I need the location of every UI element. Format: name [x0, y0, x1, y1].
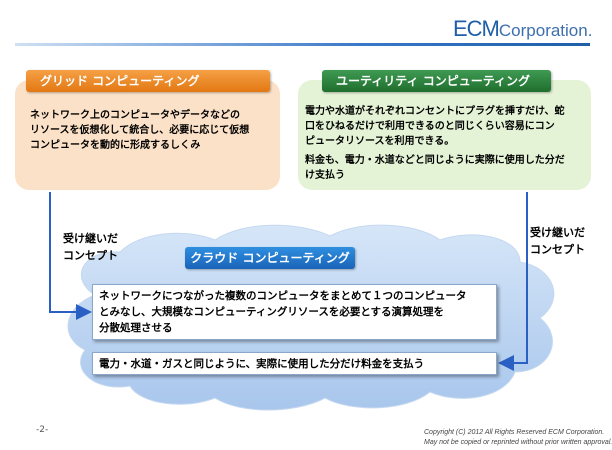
- logo-text: Corporation.: [498, 21, 593, 40]
- copyright-notice: Copyright (C) 2012 All Rights Reserved E…: [424, 429, 612, 446]
- cloud-billing-box: 電力・水道・ガスと同じように、実際に使用した分だけ料金を支払う: [92, 352, 497, 375]
- grid-panel: [15, 80, 280, 190]
- inherited-concept-label-left: 受け継いだ コンセプト: [63, 232, 118, 262]
- logo-mark: ECM: [453, 16, 500, 41]
- left-arrow: [49, 192, 92, 320]
- utility-panel: [298, 80, 591, 190]
- grid-description: ネットワーク上のコンピュータやデータなどの リソースを仮想化して統合し、必要に応…: [30, 108, 270, 153]
- utility-description: 電力や水道がそれぞれコンセントにプラグを挿すだけ、蛇 口をひねるだけで利用できる…: [305, 104, 585, 187]
- utility-description-line: 口をひねるだけで利用できるのと同じくらい容易にコン: [305, 121, 555, 132]
- cloud-definition-box: ネットワークにつながった複数のコンピュータをまとめて１つのコンピュータ とみなし…: [92, 284, 497, 340]
- company-logo: ECMCorporation.: [453, 16, 592, 42]
- utility-description-line: ピュータリソースを利用できる。: [305, 136, 455, 147]
- right-arrow: [498, 192, 528, 371]
- grid-title: グリッド コンピューティング: [26, 70, 270, 92]
- cloud-definition-line: とみなし、大規模なコンピューティングリソースを必要とする演算処理を: [99, 306, 445, 318]
- page-number: -2-: [36, 425, 49, 435]
- cloud-definition-line: 分散処理させる: [99, 322, 173, 334]
- grid-description-line: コンピュータを動的に形成するしくみ: [30, 140, 201, 151]
- header-divider: [15, 43, 590, 46]
- cloud-title: クラウド コンピューティング: [185, 247, 355, 269]
- utility-description-line: 電力や水道がそれぞれコンセントにプラグを挿すだけ、蛇: [305, 106, 565, 117]
- utility-description-line: け支払う: [305, 170, 345, 181]
- utility-title: ユーティリティ コンピューティング: [322, 70, 551, 92]
- grid-description-line: ネットワーク上のコンピュータやデータなどの: [30, 110, 240, 121]
- inherited-concept-label-right: 受け継いだ コンセプト: [530, 226, 585, 256]
- utility-description-line: 料金も、電力・水道などと同じように実際に使用した分だ: [305, 155, 565, 166]
- cloud-definition-line: ネットワークにつながった複数のコンピュータをまとめて１つのコンピュータ: [99, 290, 467, 302]
- grid-description-line: リソースを仮想化して統合し、必要に応じて仮想: [30, 125, 250, 136]
